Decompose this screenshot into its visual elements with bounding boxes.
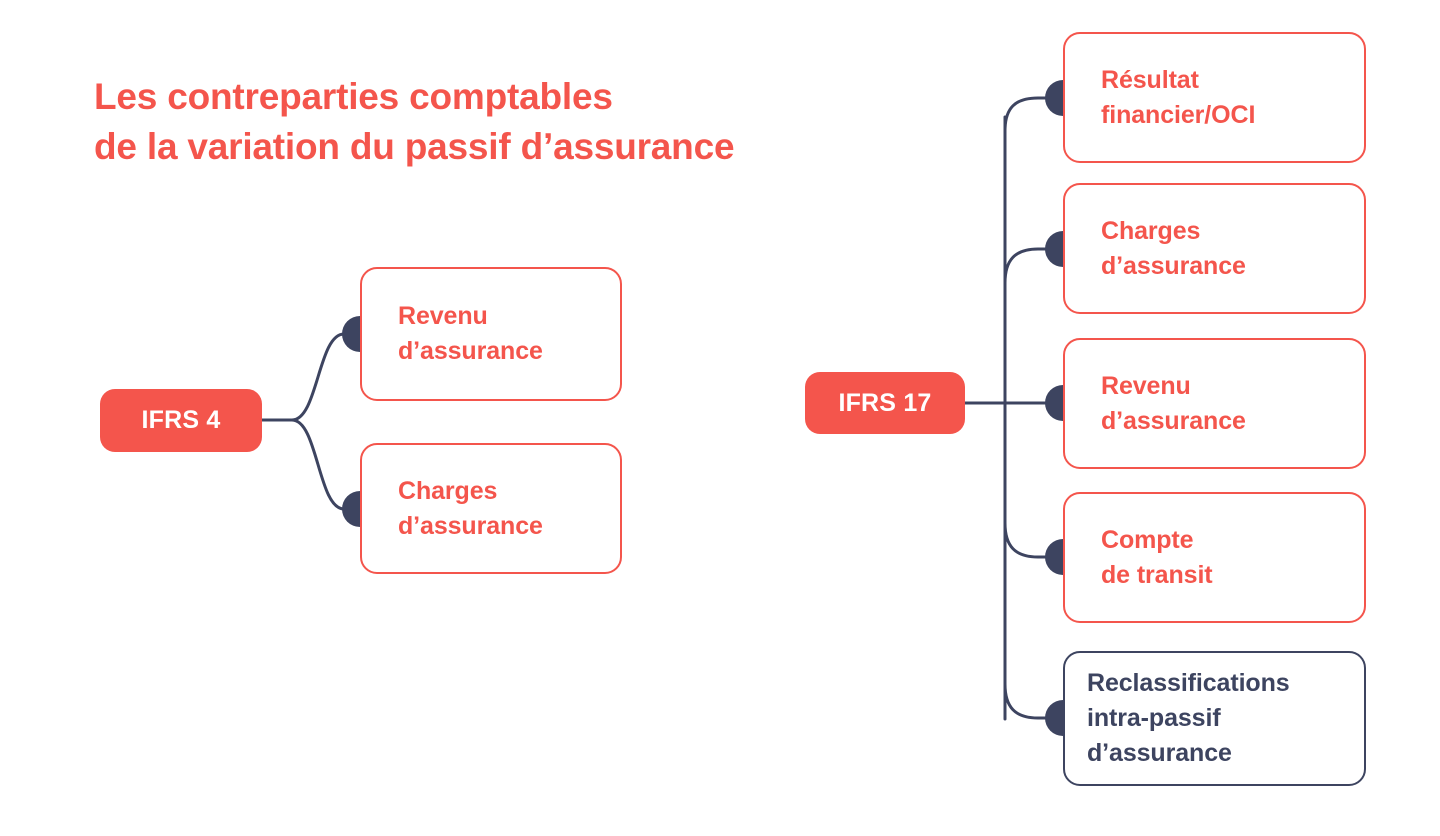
root-node-ifrs4[interactable]: IFRS 4 [100,389,262,452]
leaf-label: Compte de transit [1101,525,1213,589]
page-title: Les contreparties comptables de la varia… [94,76,735,167]
root-node-ifrs17[interactable]: IFRS 17 [805,372,965,434]
leaf-box-ifrs17-reclassifications-intra-passif[interactable]: Reclassifications intra-passif d’assuran… [1063,651,1366,786]
leaf-label: Charges d’assurance [398,476,543,540]
leaf-box-ifrs4-revenu-dassurance[interactable]: Revenu d’assurance [360,267,622,401]
leaf-box-ifrs17-compte-de-transit[interactable]: Compte de transit [1063,492,1366,623]
leaf-label: Revenu d’assurance [398,302,543,365]
leaf-box-ifrs17-revenu-dassurance[interactable]: Revenu d’assurance [1063,338,1366,469]
leaf-label: Charges d’assurance [1101,216,1246,280]
leaf-box-ifrs4-charges-dassurance[interactable]: Charges d’assurance [360,443,622,574]
leaf-label: Revenu d’assurance [1101,371,1246,435]
leaf-box-ifrs17-resultat-financier-oci[interactable]: Résultat financier/OCI [1063,32,1366,163]
leaf-label: Reclassifications intra-passif d’assuran… [1087,669,1290,767]
leaf-box-ifrs17-charges-dassurance[interactable]: Charges d’assurance [1063,183,1366,314]
leaf-label: Résultat financier/OCI [1101,65,1256,129]
